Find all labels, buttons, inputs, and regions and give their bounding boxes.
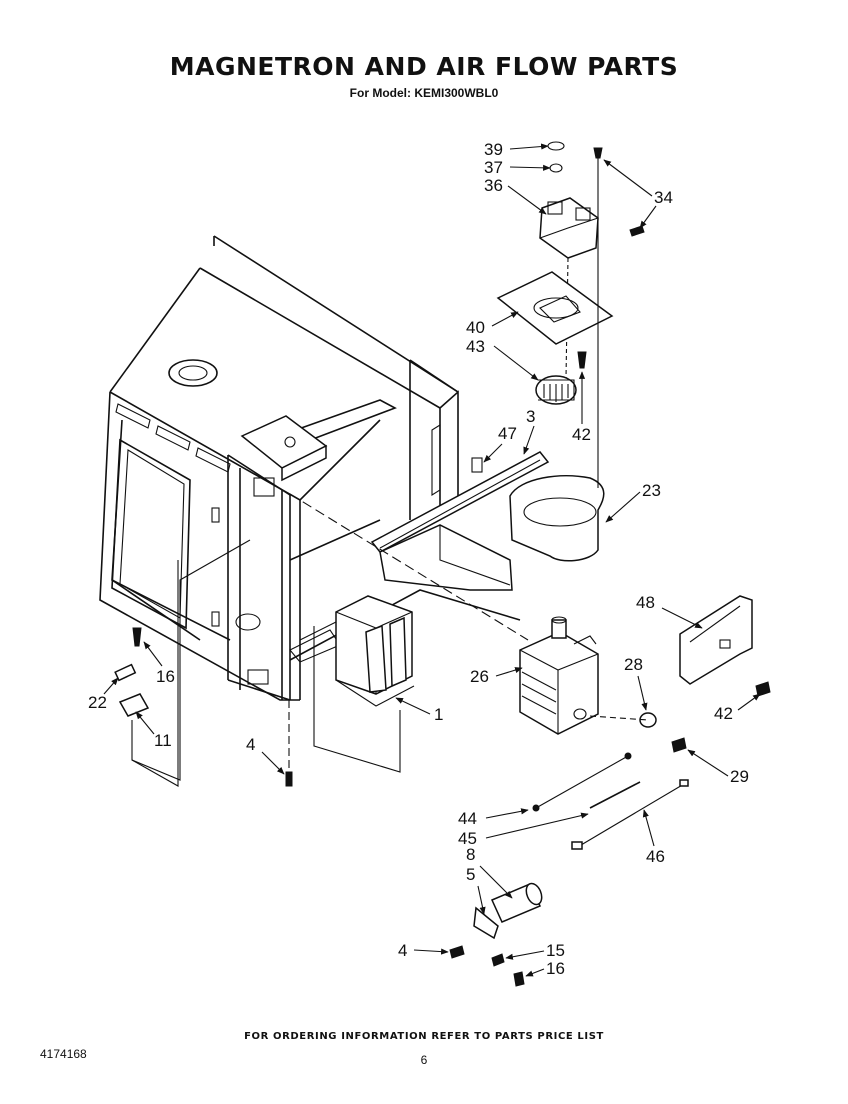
callout-5: 5 <box>466 865 475 884</box>
wire-leads <box>532 752 689 850</box>
callout-3: 3 <box>526 407 535 426</box>
callout-29: 29 <box>730 767 749 786</box>
model-subtitle: For Model: KEMI300WBL0 <box>349 86 499 100</box>
right-parts <box>639 595 771 753</box>
page-number: 6 <box>420 1053 428 1067</box>
callout-16-left: 16 <box>156 667 175 686</box>
callout-11: 11 <box>154 731 172 750</box>
callout-4-bottom: 4 <box>398 941 407 960</box>
callout-28: 28 <box>624 655 643 674</box>
callout-34: 34 <box>654 188 673 207</box>
callout-8: 8 <box>466 845 475 864</box>
callout-23: 23 <box>642 481 661 500</box>
callout-37: 37 <box>484 158 503 177</box>
callout-44: 44 <box>458 809 477 828</box>
alignment-lines <box>131 493 649 781</box>
callout-36: 36 <box>484 176 503 195</box>
callout-26: 26 <box>470 667 489 686</box>
fan-motor-assembly <box>496 141 645 488</box>
magnetron <box>519 616 599 735</box>
page-title: MAGNETRON AND AIR FLOW PARTS <box>169 52 679 81</box>
callout-22: 22 <box>88 693 107 712</box>
callout-40: 40 <box>466 318 485 337</box>
ordering-note: FOR ORDERING INFORMATION REFER TO PARTS … <box>244 1031 604 1042</box>
callout-1: 1 <box>434 705 443 724</box>
transformer <box>313 595 415 773</box>
callout-47: 47 <box>498 424 517 443</box>
callout-15: 15 <box>546 941 565 960</box>
callout-16-bottom: 16 <box>546 959 565 978</box>
callout-45: 45 <box>458 829 477 848</box>
callout-42-top: 42 <box>572 425 591 444</box>
callout-48: 48 <box>636 593 655 612</box>
left-parts <box>114 560 293 787</box>
callout-42-right: 42 <box>714 704 733 723</box>
cabinet-body <box>99 235 521 701</box>
callout-39: 39 <box>484 140 503 159</box>
capacitor-assembly <box>449 882 543 987</box>
callout-46: 46 <box>646 847 665 866</box>
document-number: 4174168 <box>40 1047 87 1061</box>
air-duct-assembly <box>370 451 605 591</box>
callout-4-left: 4 <box>246 735 255 754</box>
callout-labels: 39 37 36 34 40 43 42 47 3 23 48 28 26 <box>88 140 761 978</box>
callout-43: 43 <box>466 337 485 356</box>
